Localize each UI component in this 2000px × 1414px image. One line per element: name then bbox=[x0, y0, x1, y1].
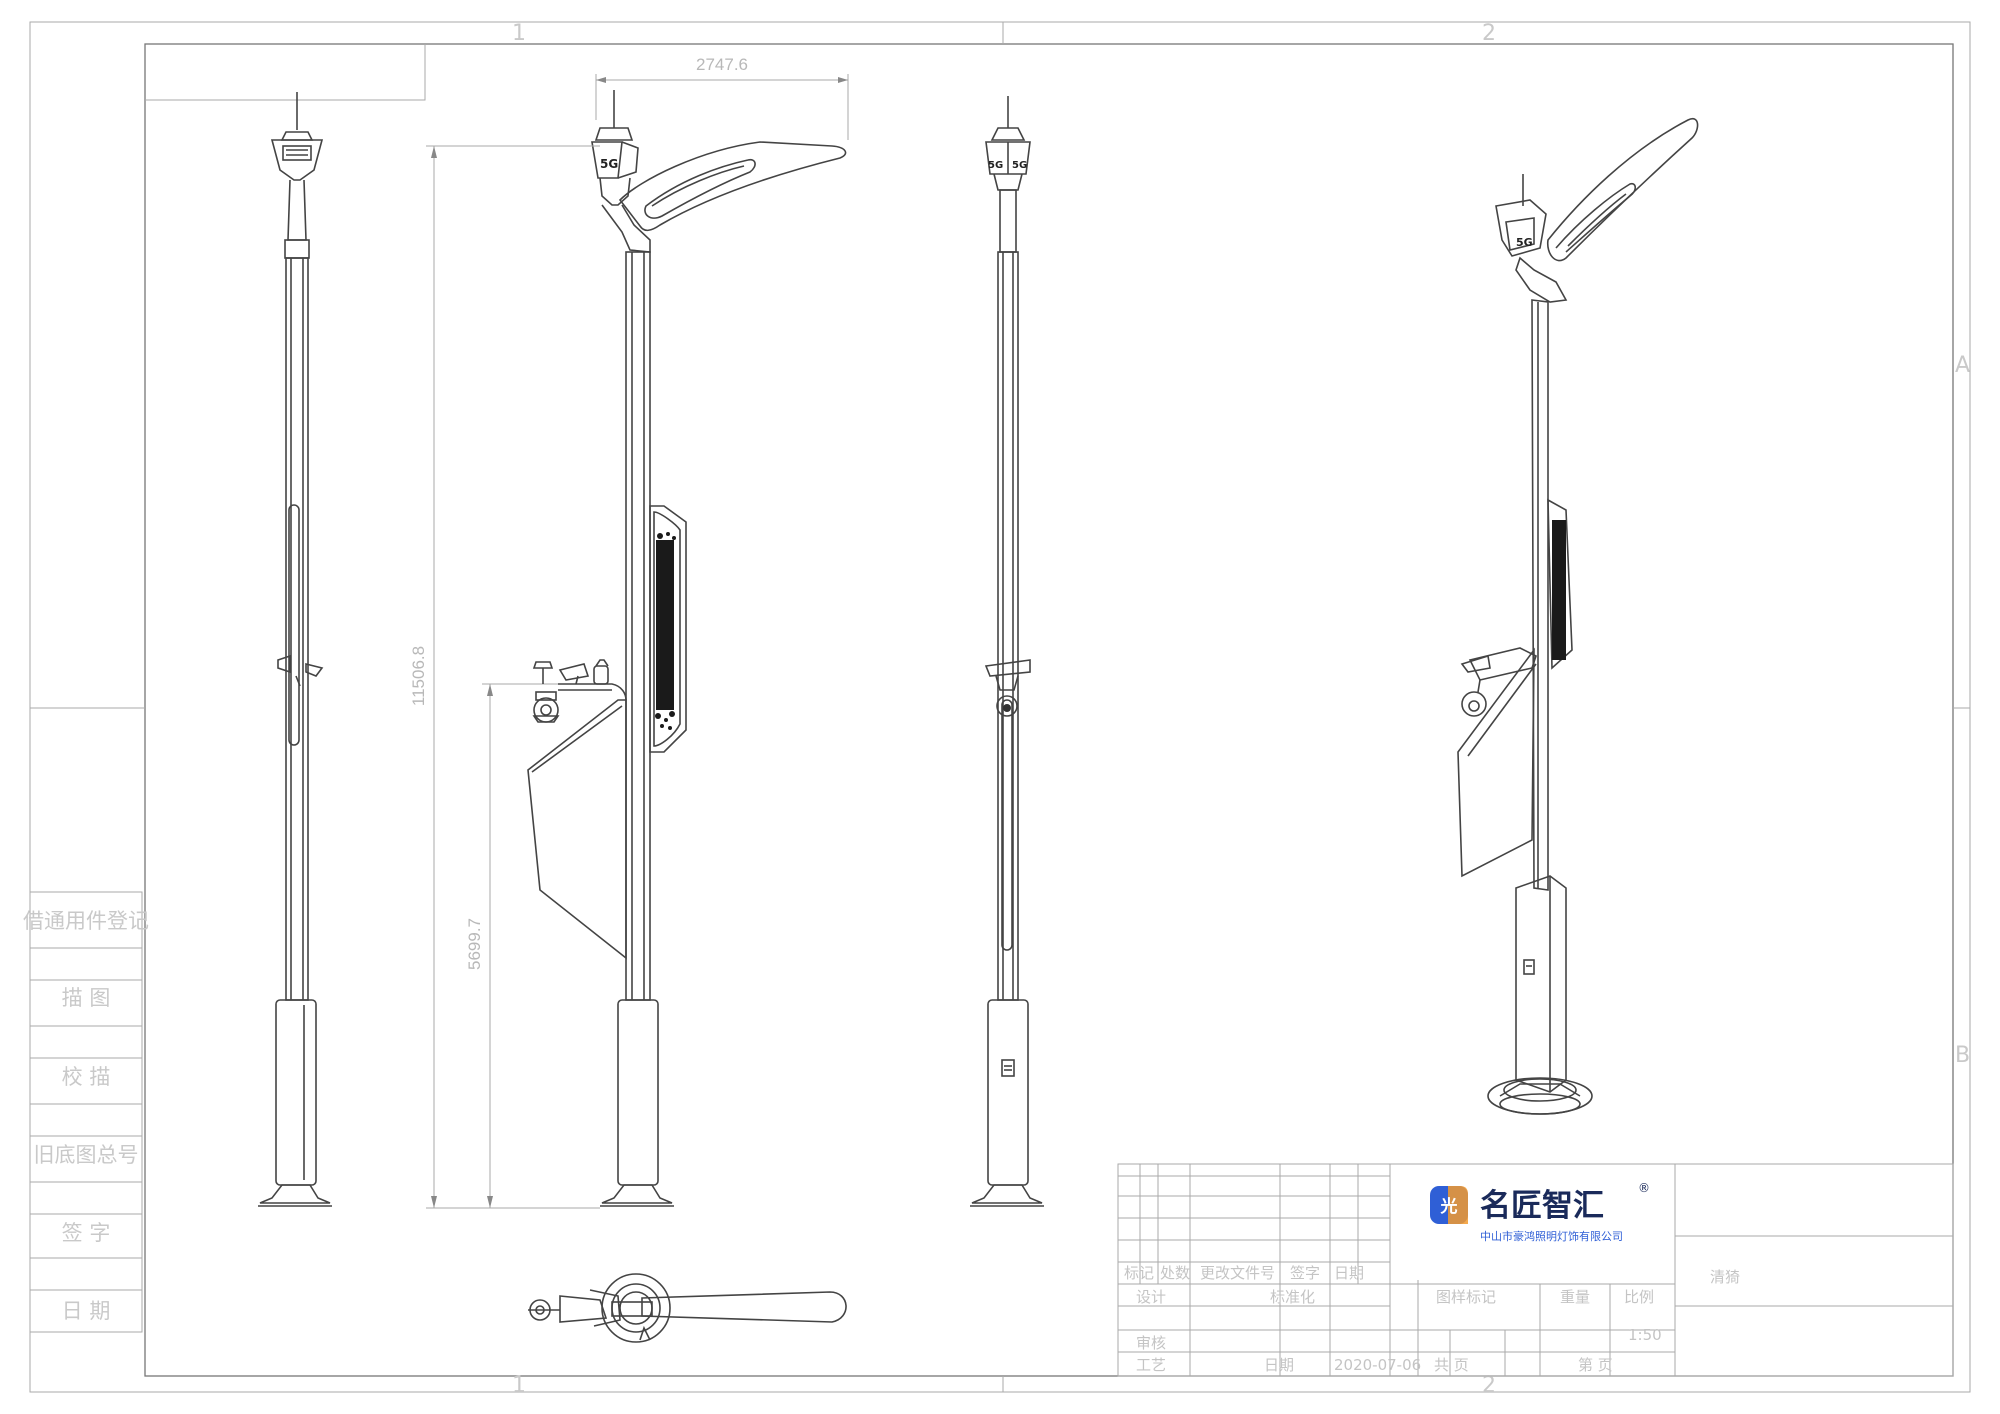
dimension-total-height: 11506.8 bbox=[409, 646, 428, 706]
tb-date-value: 2020-07-06 bbox=[1334, 1356, 1421, 1374]
tb-scale-value: 1:50 bbox=[1628, 1326, 1662, 1344]
tb-row-review: 审核 bbox=[1136, 1334, 1166, 1352]
dimension-top-width: 2747.6 bbox=[696, 55, 748, 74]
zone-number-1-bottom: 1 bbox=[512, 1373, 526, 1398]
module-label-5g-iso: 5G bbox=[1516, 236, 1533, 249]
tb-drawing-title: 清猗 bbox=[1710, 1268, 1740, 1286]
tb-header-change-doc: 更改文件号 bbox=[1200, 1264, 1275, 1282]
tb-weight: 重量 bbox=[1560, 1288, 1590, 1306]
tb-row-standard: 标准化 bbox=[1270, 1288, 1315, 1306]
side-label-check: 校 描 bbox=[62, 1065, 111, 1089]
side-label-register: 借通用件登记 bbox=[23, 909, 149, 933]
isometric-view-pole: 5G bbox=[1457, 117, 1699, 1115]
drawing-frame bbox=[144, 43, 1954, 1377]
tb-total-pages: 共 页 bbox=[1434, 1356, 1469, 1374]
side-label-signature: 签 字 bbox=[62, 1221, 111, 1245]
tb-header-mark: 标记 bbox=[1124, 1264, 1154, 1282]
rear-view-pole: 5G 5G bbox=[970, 96, 1044, 1207]
tb-page-no: 第 页 bbox=[1578, 1356, 1613, 1374]
title-notch bbox=[145, 44, 426, 101]
logo-glyph: 光 bbox=[1440, 1196, 1458, 1217]
zone-number-1: 1 bbox=[512, 21, 526, 46]
tb-date-label: 日期 bbox=[1264, 1356, 1294, 1374]
title-block: 标记 处数 更改文件号 签字 日期 设计 标准化 审核 工艺 日期 2020-0… bbox=[1117, 1163, 1954, 1377]
brand-name: 名匠智汇 bbox=[1480, 1188, 1604, 1224]
plan-view bbox=[528, 1273, 847, 1343]
dimension-arm-height: 5699.7 bbox=[465, 918, 484, 970]
registered-mark: ® bbox=[1638, 1181, 1650, 1195]
tb-header-count: 处数 bbox=[1160, 1264, 1190, 1282]
zone-number-2-bottom: 2 bbox=[1482, 1373, 1496, 1398]
module-label-5g-left: 5G bbox=[988, 160, 1003, 171]
side-view-pole: 5G 2747.6 11506.8 5699.7 bbox=[409, 55, 849, 1209]
tb-header-sign: 签字 bbox=[1290, 1264, 1320, 1282]
company-name: 中山市豪鸿照明灯饰有限公司 bbox=[1480, 1229, 1623, 1243]
tb-row-process: 工艺 bbox=[1136, 1356, 1166, 1374]
tb-scale-label: 比例 bbox=[1624, 1288, 1654, 1306]
zone-letter-a: A bbox=[1955, 353, 1970, 378]
tb-stage-mark: 图样标记 bbox=[1436, 1288, 1496, 1306]
tb-header-date: 日期 bbox=[1334, 1264, 1364, 1282]
sheet-outer-border bbox=[29, 21, 1971, 1393]
side-label-date: 日 期 bbox=[62, 1299, 111, 1323]
side-registration-table: 借通用件登记 描 图 校 描 旧底图总号 签 字 日 期 bbox=[23, 891, 149, 1333]
tb-row-design: 设计 bbox=[1136, 1288, 1166, 1306]
side-label-trace: 描 图 bbox=[62, 986, 111, 1010]
led-screen-pixels bbox=[655, 532, 676, 730]
zone-letter-b: B bbox=[1955, 1043, 1970, 1068]
front-view-pole bbox=[258, 92, 332, 1207]
zone-number-2: 2 bbox=[1482, 21, 1496, 46]
module-label-5g: 5G bbox=[600, 157, 618, 171]
module-label-5g-right: 5G bbox=[1012, 160, 1027, 171]
side-label-old-number: 旧底图总号 bbox=[34, 1143, 139, 1167]
